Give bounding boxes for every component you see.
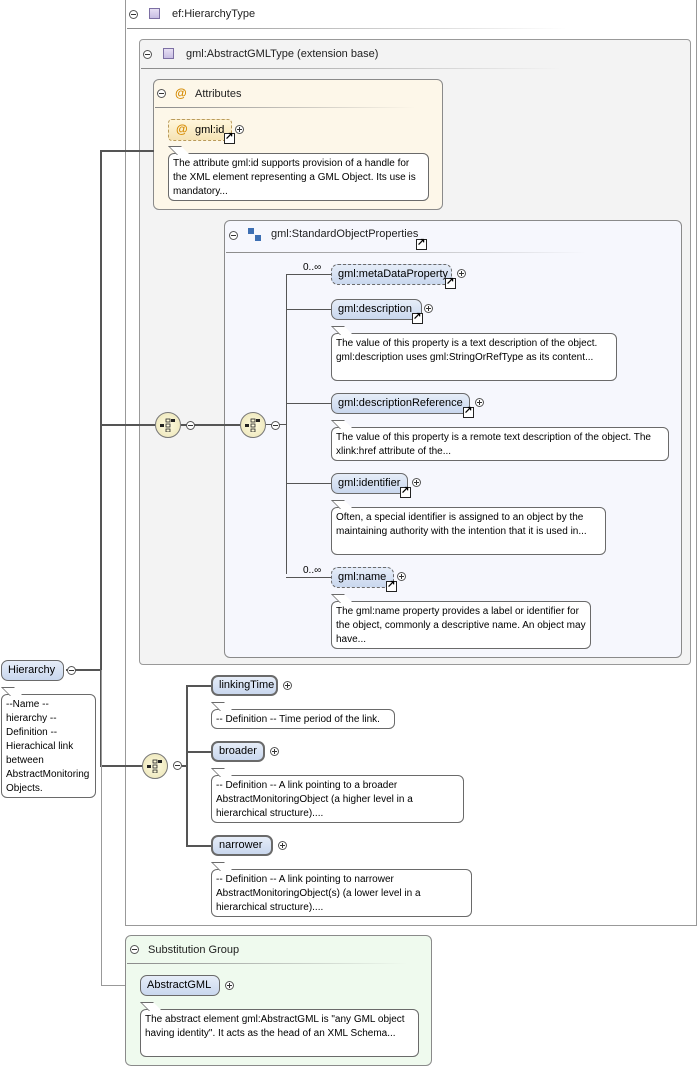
group-icon bbox=[248, 228, 261, 241]
type-title: ef:HierarchyType bbox=[172, 8, 256, 20]
attribute-doc: The attribute gml:id supports provision … bbox=[168, 153, 429, 201]
connector-line bbox=[182, 765, 187, 767]
connector-line bbox=[286, 274, 287, 574]
connector-line bbox=[286, 577, 331, 578]
connector-line bbox=[286, 403, 331, 404]
type-collapse-toggle[interactable] bbox=[129, 10, 138, 19]
element-gml-name[interactable]: gml:name bbox=[331, 567, 394, 588]
sequence-collapse-toggle[interactable] bbox=[173, 761, 182, 770]
root-collapse-toggle[interactable] bbox=[67, 666, 76, 675]
expand-toggle[interactable] bbox=[235, 125, 244, 134]
element-gml-description[interactable]: gml:description bbox=[331, 299, 422, 320]
complex-type-icon bbox=[163, 48, 174, 59]
connector-line bbox=[186, 685, 188, 847]
std-props-header-divider bbox=[226, 252, 586, 253]
root-doc: --Name -- hierarchy -- Definition -- Hie… bbox=[1, 694, 96, 798]
expand-toggle[interactable] bbox=[412, 478, 421, 487]
sequence-collapse-toggle[interactable] bbox=[186, 421, 195, 430]
element-gml-metadataproperty[interactable]: gml:metaDataProperty bbox=[331, 264, 452, 285]
base-title: gml:AbstractGMLType (extension base) bbox=[186, 48, 379, 60]
connector-line bbox=[286, 274, 331, 275]
element-narrower[interactable]: narrower bbox=[211, 835, 273, 856]
attributes-header-divider bbox=[155, 107, 415, 108]
connector-line bbox=[100, 150, 154, 152]
type-header-divider bbox=[127, 28, 567, 29]
element-doc: The gml:name property provides a label o… bbox=[331, 601, 591, 649]
substitution-connector bbox=[101, 985, 140, 986]
expand-toggle[interactable] bbox=[424, 304, 433, 313]
attribute-at-icon: @ bbox=[176, 122, 188, 136]
element-doc: -- Definition -- Time period of the link… bbox=[211, 709, 395, 729]
connector-line bbox=[186, 685, 211, 687]
complex-type-icon bbox=[149, 8, 160, 19]
attribute-label: gml:id bbox=[195, 124, 225, 136]
element-doc: Often, a special identifier is assigned … bbox=[331, 507, 606, 555]
connector-line bbox=[286, 483, 331, 484]
element-gml-identifier[interactable]: gml:identifier bbox=[331, 473, 408, 494]
expand-toggle[interactable] bbox=[475, 398, 484, 407]
std-props-title: gml:StandardObjectProperties bbox=[271, 228, 419, 240]
element-gml-descriptionreference[interactable]: gml:descriptionReference bbox=[331, 393, 470, 414]
connector-line bbox=[100, 765, 142, 767]
reference-arrow-icon[interactable] bbox=[386, 579, 397, 592]
reference-arrow-icon[interactable] bbox=[416, 237, 427, 250]
connector-line bbox=[186, 751, 211, 753]
reference-arrow-icon[interactable] bbox=[445, 276, 456, 289]
element-doc: The value of this property is a remote t… bbox=[331, 427, 669, 461]
std-props-collapse-toggle[interactable] bbox=[229, 231, 238, 240]
reference-arrow-icon[interactable] bbox=[412, 311, 423, 324]
occurrence-label: 0..∞ bbox=[303, 262, 322, 273]
reference-arrow-icon[interactable] bbox=[400, 485, 411, 498]
expand-toggle[interactable] bbox=[457, 269, 466, 278]
root-element-hierarchy[interactable]: Hierarchy bbox=[1, 660, 64, 681]
expand-toggle[interactable] bbox=[225, 981, 234, 990]
attribute-gml-id[interactable]: @ gml:id bbox=[168, 119, 232, 141]
sequence-collapse-toggle[interactable] bbox=[271, 421, 280, 430]
subst-collapse-toggle[interactable] bbox=[130, 945, 139, 954]
reference-arrow-icon[interactable] bbox=[463, 405, 474, 418]
expand-toggle[interactable] bbox=[270, 747, 279, 756]
sequence-compositor-icon[interactable] bbox=[142, 753, 168, 779]
base-collapse-toggle[interactable] bbox=[143, 50, 152, 59]
sequence-compositor-icon[interactable] bbox=[240, 412, 266, 438]
connector-line bbox=[181, 424, 240, 426]
element-doc: -- Definition -- A link pointing to a br… bbox=[211, 775, 464, 823]
connector-line bbox=[286, 309, 331, 310]
occurrence-label: 0..∞ bbox=[303, 565, 322, 576]
element-broader[interactable]: broader bbox=[211, 741, 265, 762]
attributes-collapse-toggle[interactable] bbox=[157, 89, 166, 98]
connector-line bbox=[66, 669, 100, 671]
reference-arrow-icon[interactable] bbox=[224, 131, 235, 144]
expand-toggle[interactable] bbox=[397, 572, 406, 581]
attributes-title: Attributes bbox=[195, 88, 242, 100]
base-header-divider bbox=[141, 68, 561, 69]
substitution-connector bbox=[101, 670, 102, 986]
attribute-at-icon: @ bbox=[175, 86, 187, 100]
subst-doc: The abstract element gml:AbstractGML is … bbox=[140, 1009, 419, 1057]
expand-toggle[interactable] bbox=[278, 841, 287, 850]
expand-toggle[interactable] bbox=[283, 681, 292, 690]
element-doc: The value of this property is a text des… bbox=[331, 333, 617, 381]
element-doc: -- Definition -- A link pointing to narr… bbox=[211, 869, 472, 917]
element-linkingtime[interactable]: linkingTime bbox=[211, 675, 278, 696]
connector-line bbox=[100, 424, 155, 426]
connector-line bbox=[186, 845, 211, 847]
element-abstractgml[interactable]: AbstractGML bbox=[140, 975, 220, 996]
subst-title: Substitution Group bbox=[148, 944, 240, 956]
connector-line bbox=[100, 150, 102, 766]
subst-header-divider bbox=[127, 963, 407, 964]
sequence-compositor-icon[interactable] bbox=[155, 412, 181, 438]
